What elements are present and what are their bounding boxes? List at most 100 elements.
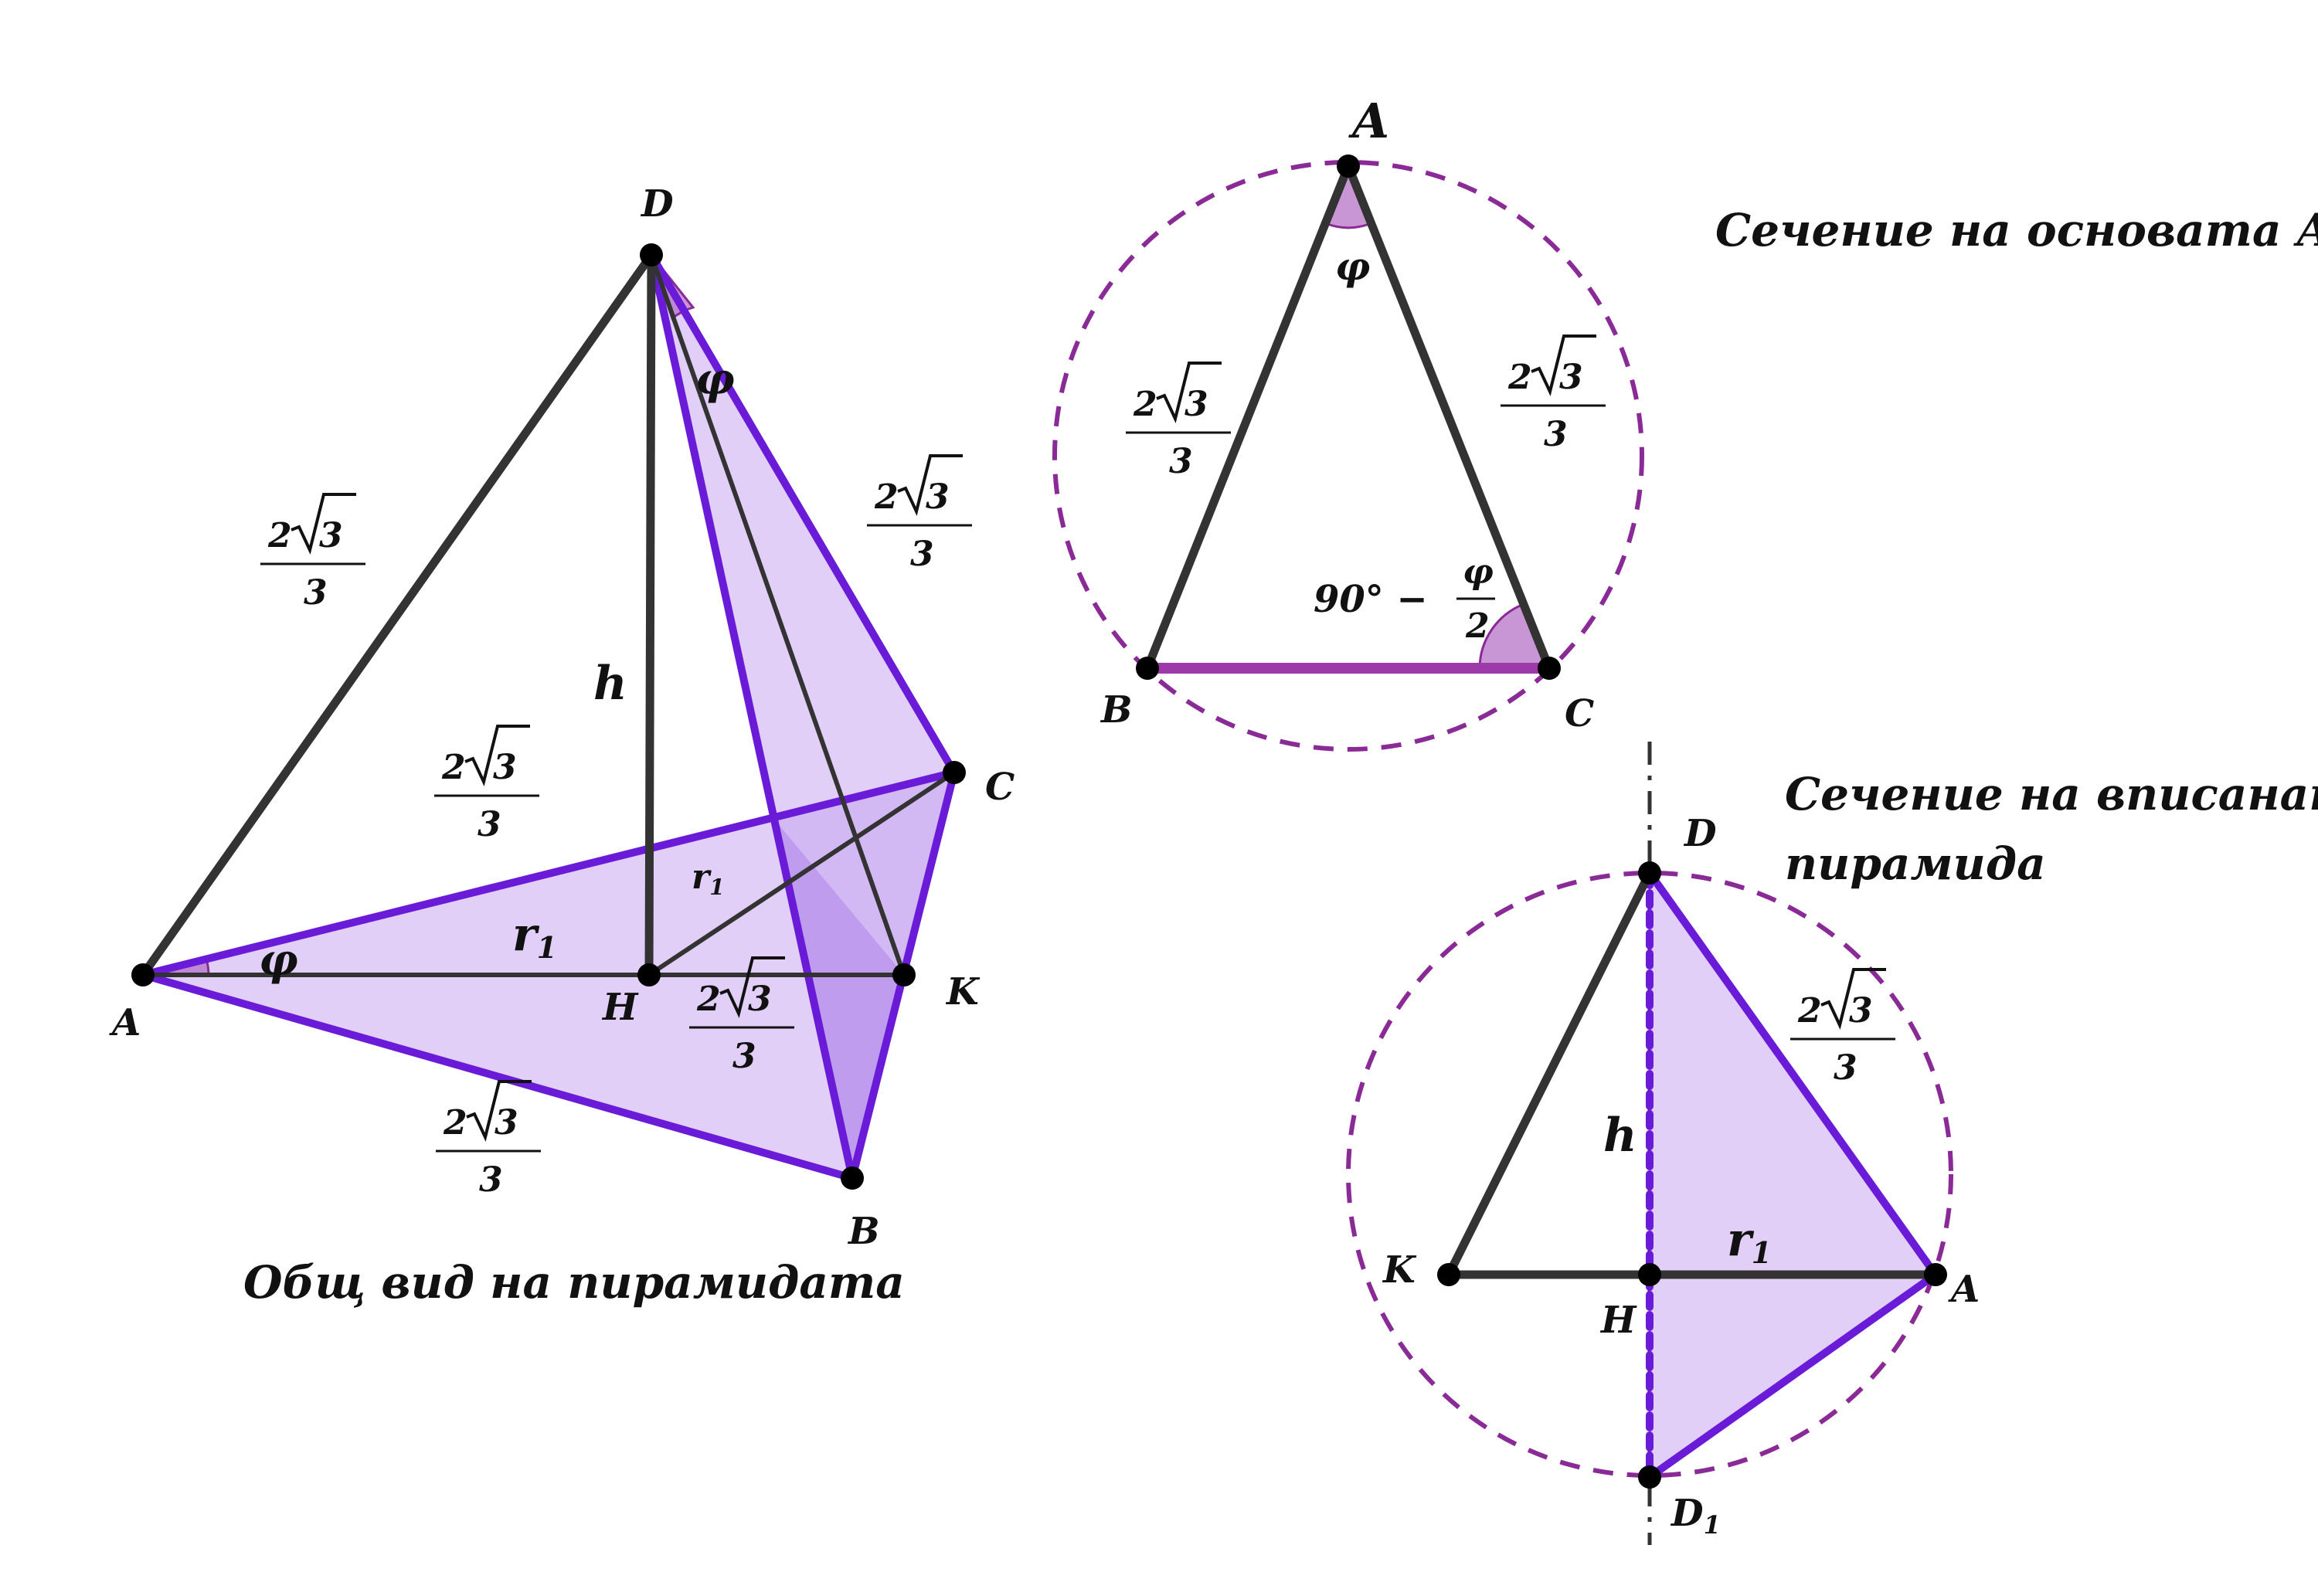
angle-label-base-c-num: φ (1463, 552, 1494, 592)
label-section-d: D (1683, 812, 1717, 855)
radical-sign (291, 493, 356, 555)
radical-sign (464, 725, 530, 786)
fraction-numerator: 2 (441, 748, 466, 787)
point-a (131, 963, 155, 986)
edge-da (138, 250, 656, 980)
fraction-numerator: 2 (1507, 358, 1532, 397)
fraction-numerator: 2 (1797, 991, 1822, 1031)
edge-base-ac (1344, 161, 1554, 673)
fraction-numerator: 2 (874, 477, 899, 517)
fraction-numerator: 2 (443, 1103, 467, 1143)
label-base-b: B (1100, 688, 1133, 732)
label-h: H (601, 986, 639, 1029)
height-label-section: h (1603, 1109, 1637, 1163)
label-section-a: A (1948, 1268, 1980, 1311)
fraction-numerator: 2 (1133, 385, 1157, 424)
label-base-a: A (1348, 93, 1389, 149)
height-dh (644, 250, 656, 980)
fraction-denominator: 3 (479, 1160, 503, 1200)
radical-sign (897, 454, 963, 516)
label-section-h: H (1599, 1299, 1637, 1342)
fraction-radicand: 3 (1559, 358, 1583, 397)
fraction-radicand: 3 (1849, 991, 1873, 1031)
label-section-k: K (1382, 1248, 1417, 1292)
point-section-d (1638, 861, 1661, 885)
radius-label-hc: r1 (692, 857, 725, 900)
lateral-face-dcb (651, 255, 954, 1178)
fraction-radicand: 3 (495, 1103, 518, 1143)
radical-sign (719, 956, 785, 1018)
base-section-view: A B C φ 90° − φ 2 Сечение на основата AB… (1052, 93, 2318, 752)
edge-db (647, 251, 856, 1182)
edge-section-da (1646, 869, 1939, 1278)
fraction-denominator: 3 (1834, 1048, 1857, 1088)
fraction-denominator: 3 (478, 805, 501, 844)
edge-ac (139, 769, 958, 979)
point-section-a (1924, 1263, 1947, 1286)
caption-inscribed-line2: пирамида (1785, 837, 2046, 890)
point-base-a (1337, 155, 1360, 178)
angle-label-a: φ (259, 935, 298, 986)
edge-section-dk (1444, 868, 1654, 1279)
fraction-denominator: 3 (910, 535, 934, 574)
point-section-h (1638, 1263, 1661, 1286)
fraction-radicand: 3 (1184, 385, 1208, 424)
radical-sign (1531, 334, 1596, 396)
edge-dc (647, 251, 958, 776)
fraction-radicand: 3 (493, 748, 517, 787)
label-c: C (985, 766, 1015, 809)
caption-base-section: Сечение на основата ABC (1715, 204, 2318, 256)
fraction-radicand: 3 (319, 516, 343, 555)
angle-label-d: φ (695, 354, 735, 405)
pyramid-general-view: A D C B H K h r1 r1 φ φ Общ вид на пирам… (109, 182, 1015, 1309)
fraction-numerator: 2 (267, 516, 292, 555)
fraction-numerator: 2 (696, 980, 721, 1019)
radical-sign (466, 1080, 532, 1142)
circumcircle-section (1346, 871, 1953, 1478)
caption-inscribed-line1: Сечение на вписаната (1785, 768, 2318, 820)
radius-label-section: r1 (1727, 1213, 1772, 1270)
point-d (640, 243, 663, 267)
label-base-c: C (1565, 692, 1594, 735)
fraction-denominator: 3 (732, 1037, 756, 1076)
point-k (892, 963, 916, 986)
label-a: A (109, 1001, 141, 1044)
fraction-radicand: 3 (748, 980, 772, 1019)
fraction-radicand: 3 (926, 477, 950, 517)
fraction-denominator: 3 (1169, 442, 1193, 481)
angle-label-base-c-den: 2 (1465, 606, 1490, 646)
angle-label-base-c-text: 90° − (1314, 578, 1428, 621)
edge-base-ab (1143, 161, 1353, 673)
point-b (841, 1166, 864, 1190)
angle-label-base-a: φ (1335, 243, 1370, 289)
label-k: K (945, 970, 981, 1014)
label-b: B (847, 1210, 880, 1253)
segment-dk (649, 253, 906, 977)
radical-sign (1156, 362, 1222, 423)
angle-marker-base-c (1478, 603, 1552, 670)
caption-general-view: Общ вид на пирамидата (243, 1256, 905, 1309)
edge-ab (139, 971, 856, 1182)
point-base-b (1136, 657, 1159, 680)
fraction-denominator: 3 (1544, 415, 1568, 454)
radius-label-ak: r1 (512, 908, 557, 965)
fraction-denominator: 3 (304, 573, 328, 613)
point-section-d1 (1638, 1465, 1661, 1489)
segment-hc (647, 770, 957, 977)
point-c (943, 761, 966, 784)
circumcircle-abc (1052, 160, 1644, 752)
label-section-d1: D1 (1670, 1492, 1721, 1540)
label-d: D (640, 182, 674, 226)
section-face (1650, 873, 1936, 1477)
edge-section-ad1 (1646, 1271, 1939, 1481)
